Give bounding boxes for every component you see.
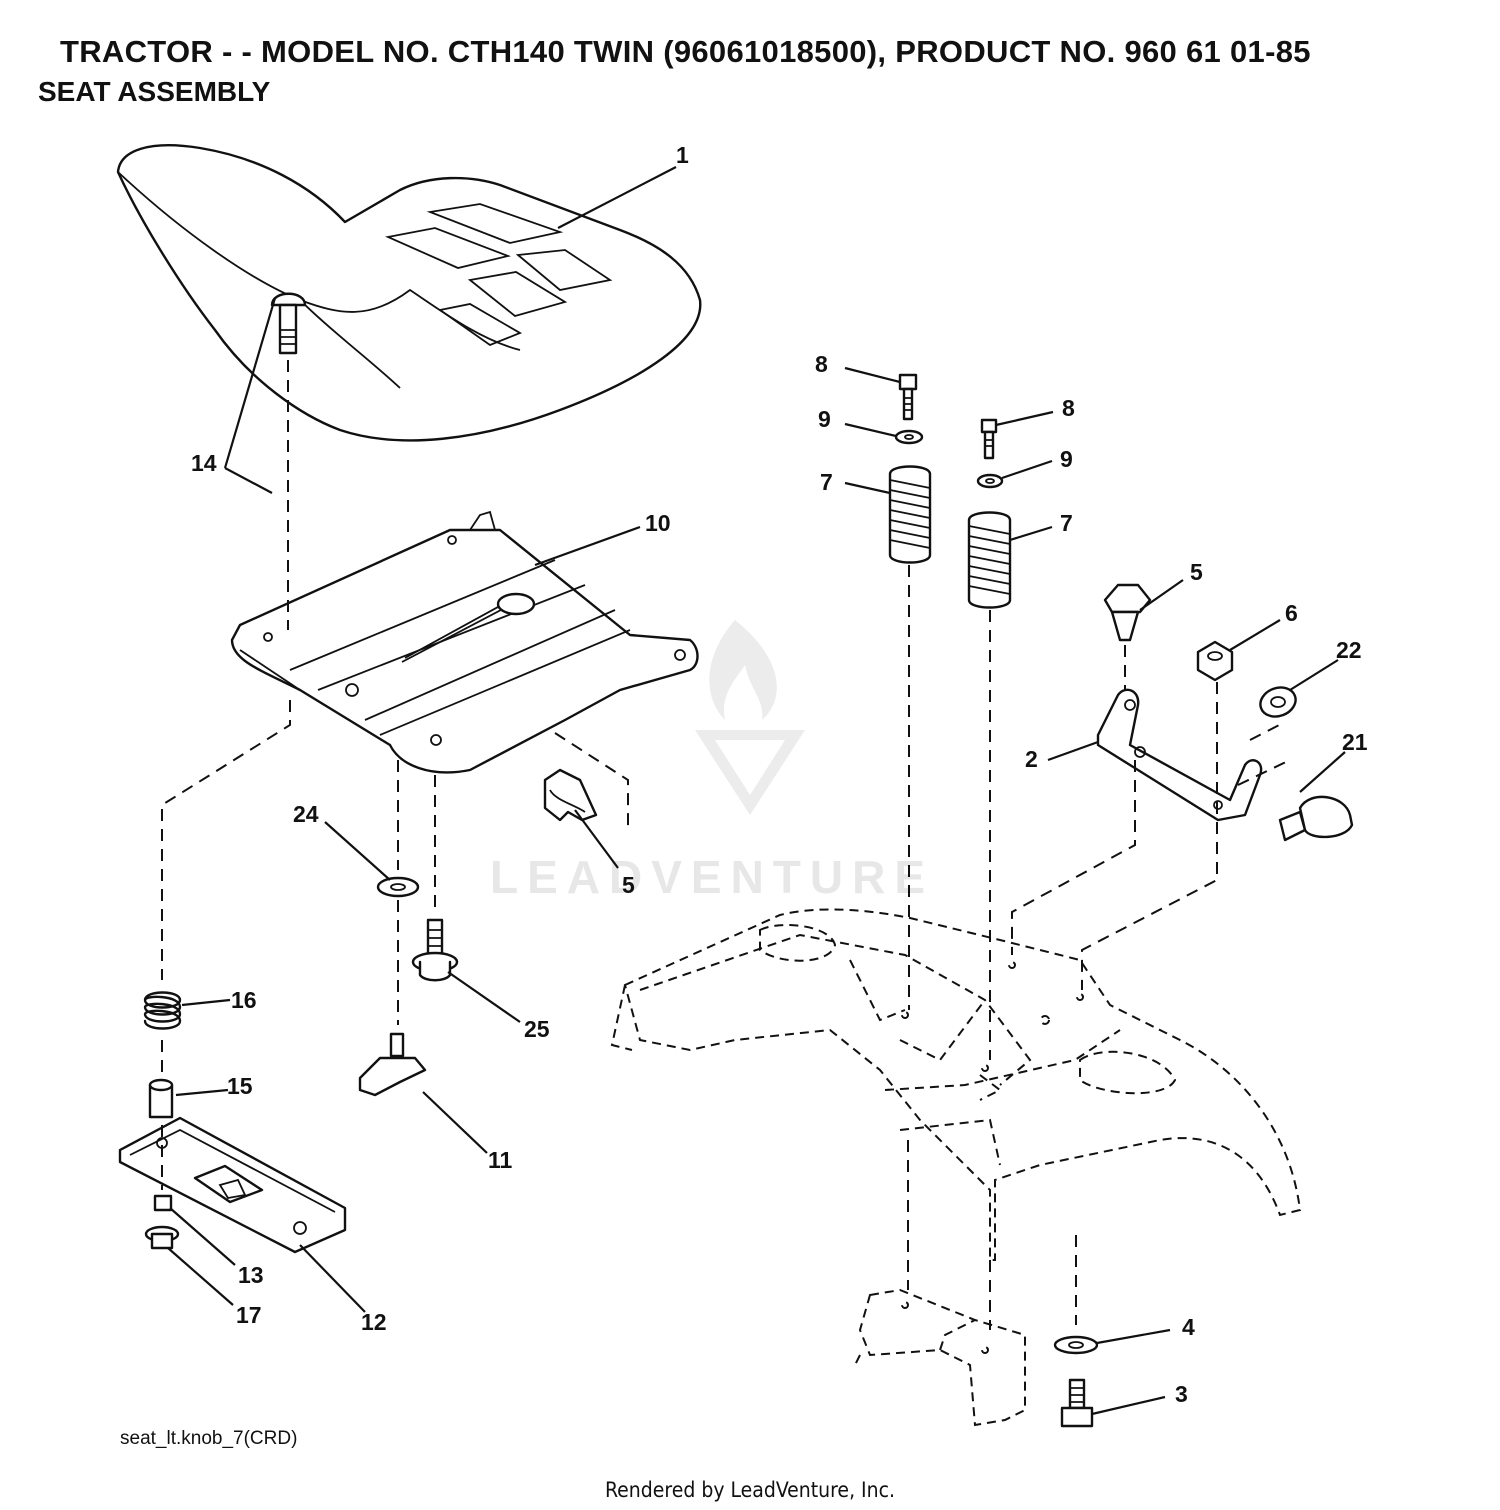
lock-nut-part-right (1259, 686, 1297, 718)
callout-24: 24 (293, 801, 319, 827)
callout-labels: 1 14 10 24 5 16 25 15 11 13 17 12 8 9 7 … (191, 142, 1368, 1407)
callout-5-left: 5 (622, 872, 635, 898)
spring-washer-part-left (894, 429, 924, 445)
callout-3: 3 (1175, 1381, 1188, 1407)
seat-switch-clip-part (543, 732, 629, 830)
callout-2: 2 (1025, 746, 1038, 772)
page-title: TRACTOR - - MODEL NO. CTH140 TWIN (96061… (60, 34, 1311, 69)
seat-spring-part-left (888, 465, 932, 564)
shoulder-bolt-part (411, 918, 459, 982)
seat-part (116, 144, 702, 442)
callout-12: 12 (361, 1309, 387, 1335)
callout-9-right: 9 (1060, 446, 1073, 472)
callout-leaders (167, 166, 1346, 1416)
callout-22: 22 (1336, 637, 1362, 663)
callout-13: 13 (238, 1262, 264, 1288)
seat-spring-part-right (967, 511, 1012, 609)
callout-15: 15 (227, 1073, 253, 1099)
callout-8-right: 8 (1062, 395, 1075, 421)
callout-10: 10 (645, 510, 671, 536)
callout-6: 6 (1285, 600, 1298, 626)
flat-washer-part (1053, 1335, 1099, 1355)
callout-17: 17 (236, 1302, 262, 1328)
callout-21: 21 (1342, 729, 1368, 755)
callout-4: 4 (1182, 1314, 1195, 1340)
callout-5-right: 5 (1190, 559, 1203, 585)
page-subtitle: SEAT ASSEMBLY (38, 76, 271, 107)
seat-pan-part (230, 510, 699, 774)
seat-switch-bracket-part (1096, 688, 1263, 822)
compression-spring-part (143, 991, 182, 1030)
callout-16: 16 (231, 987, 257, 1013)
seat-track-part (118, 1116, 347, 1254)
callout-7-left: 7 (820, 469, 833, 495)
drawing-filename: seat_lt.knob_7(CRD) (120, 1428, 298, 1449)
tractor-frame-outline (610, 908, 1302, 1427)
callout-9-left: 9 (818, 406, 831, 432)
hex-bolt-part-left (898, 373, 918, 421)
watermark-logo (695, 620, 805, 815)
hex-bolt-part-right (980, 418, 998, 460)
seat-pad-pattern (385, 203, 613, 347)
callout-7-right: 7 (1060, 510, 1073, 536)
hex-nut-part (1196, 640, 1234, 682)
flange-nut-part (144, 1225, 180, 1250)
knob-part (358, 1032, 427, 1097)
callout-11: 11 (488, 1147, 513, 1173)
callout-14: 14 (191, 450, 217, 476)
spacer-part (148, 1078, 174, 1119)
callout-8-left: 8 (815, 351, 828, 377)
spring-washer-part-right (976, 473, 1004, 489)
watermark-text: LEADVENTURE (490, 851, 935, 903)
washer-part (376, 876, 420, 898)
carriage-bolt-part (270, 292, 307, 355)
lock-nut-part (153, 1194, 173, 1212)
assembly-guide-lines (161, 360, 1291, 1330)
callout-1: 1 (676, 142, 689, 168)
hex-bolt-part-bottom (1060, 1378, 1094, 1428)
footer-credit: Rendered by LeadVenture, Inc. (605, 1478, 895, 1502)
seat-switch-clip-part-right (1103, 583, 1152, 642)
callout-25: 25 (524, 1016, 550, 1042)
shoulder-bolt-part-right (1278, 795, 1354, 842)
